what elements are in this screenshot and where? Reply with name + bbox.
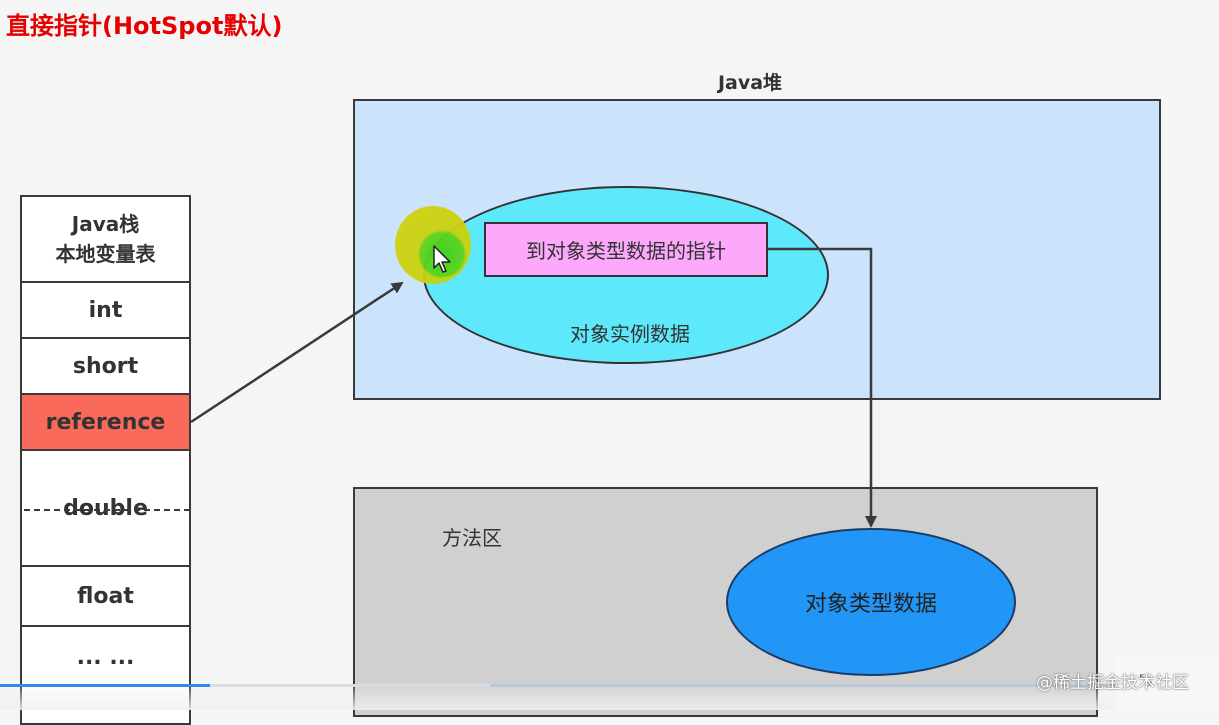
- method-area-label: 方法区: [442, 526, 502, 550]
- type-pointer-box: 到对象类型数据的指针: [484, 222, 768, 277]
- watermark: @稀土掘金技术社区: [1036, 673, 1189, 693]
- progress-track[interactable]: [0, 684, 1219, 687]
- progress-buffer: [210, 684, 490, 687]
- heap-label: Java堆: [717, 72, 783, 94]
- stack-cell-float: float: [22, 567, 189, 627]
- stack-header-line1: Java栈: [71, 212, 140, 236]
- stack-header-line2: 本地变量表: [55, 242, 156, 266]
- stack-cell-short: short: [22, 339, 189, 395]
- cursor-highlight: [395, 206, 471, 284]
- stack-header: Java栈 本地变量表: [22, 197, 189, 283]
- cursor-arrow-icon: [433, 245, 451, 273]
- video-player-bar: [0, 683, 1219, 710]
- object-instance-label: 对象实例数据: [570, 322, 690, 346]
- expand-icon[interactable]: ⤡: [1139, 670, 1152, 689]
- player-corner-panel: [1116, 654, 1219, 710]
- stack-cell-ellipsis: ... ...: [76, 645, 135, 670]
- object-type-data-ellipse: 对象类型数据: [726, 528, 1016, 676]
- page-title: 直接指针(HotSpot默认): [6, 12, 283, 40]
- stack-cell-double: double: [22, 451, 189, 567]
- stack-cell-int: int: [22, 283, 189, 339]
- stack-cell-reference: reference: [22, 395, 189, 451]
- double-slot-divider: [24, 509, 190, 511]
- progress-fill[interactable]: [0, 684, 210, 687]
- java-stack-table: Java栈 本地变量表 int short reference double f…: [20, 195, 191, 725]
